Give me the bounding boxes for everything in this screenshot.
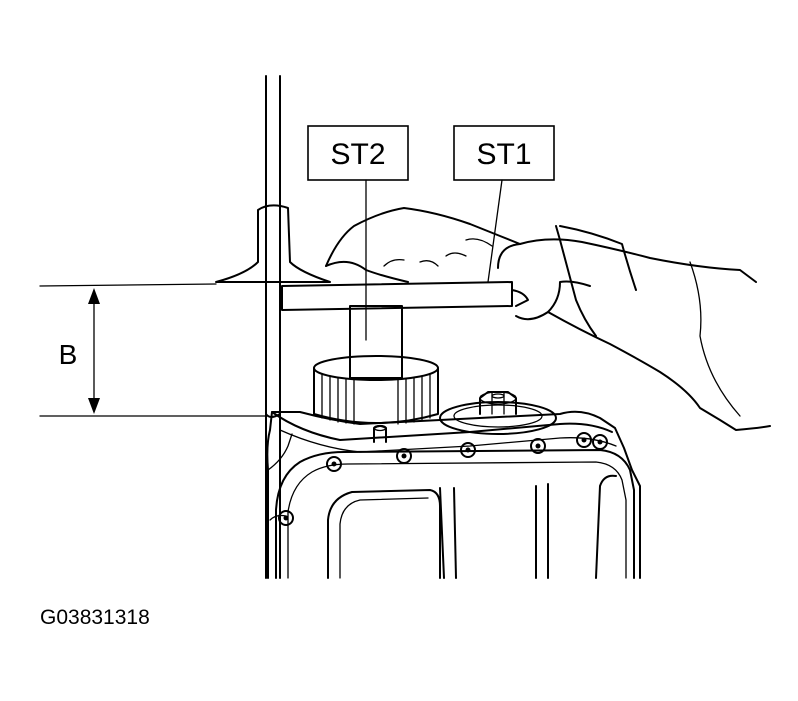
arrow-head-up <box>88 288 100 304</box>
upper-reference-line <box>39 283 217 287</box>
bolt <box>592 434 608 450</box>
splined-gear <box>313 355 439 425</box>
transmission-case <box>266 410 641 579</box>
shaft-nut <box>439 391 557 435</box>
callout-box <box>307 125 409 181</box>
callout-label: ST2 <box>330 138 385 171</box>
bolt <box>576 432 592 448</box>
depth-gauge-rod <box>265 75 281 579</box>
dimension-b: B <box>39 283 267 417</box>
locating-pin <box>373 424 387 443</box>
bolt <box>460 442 476 458</box>
leader-line <box>487 179 503 283</box>
callout-st2: ST2 <box>307 125 409 341</box>
dimension-label: B <box>59 339 78 370</box>
bolt <box>326 456 342 472</box>
bolt <box>396 448 412 464</box>
bolt <box>278 510 294 526</box>
callout-label: ST1 <box>476 138 531 171</box>
arrow-head-down <box>88 398 100 414</box>
hand <box>325 207 771 431</box>
figure-id: G03831318 <box>40 606 150 629</box>
bolt <box>530 438 546 454</box>
special-tool <box>215 204 513 379</box>
callout-box <box>453 125 555 181</box>
callout-st1: ST1 <box>453 125 555 283</box>
